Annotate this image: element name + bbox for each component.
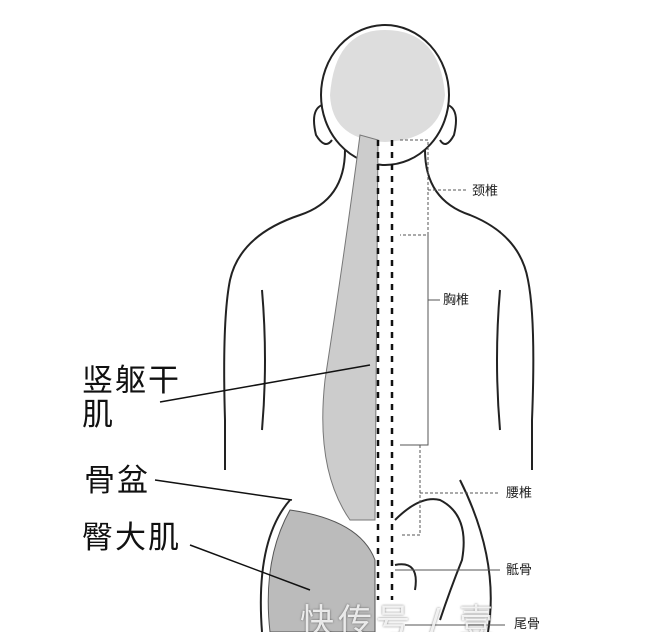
left-arm-inner — [261, 289, 266, 431]
head-inner — [330, 30, 445, 142]
label-thoracic: 胸椎 — [443, 293, 470, 308]
label-gluteus-maximus: 臀大肌 — [82, 520, 181, 556]
erector-pointer — [159, 364, 371, 403]
cervical-bracket — [400, 139, 468, 236]
label-erector-spinae-2: 肌 — [82, 397, 115, 433]
spine — [376, 140, 394, 600]
label-erector-spinae: 竖躯干 — [82, 363, 181, 399]
gluteus-muscle — [267, 509, 376, 632]
head-outline — [320, 24, 450, 166]
thoracic-bracket — [400, 235, 440, 446]
label-lumbar: 腰椎 — [506, 486, 533, 501]
erector-muscle — [322, 134, 379, 521]
body-outline — [223, 149, 535, 470]
label-coccyx: 尾骨 — [514, 617, 541, 632]
right-flank — [459, 479, 492, 632]
right-arm-inner — [496, 289, 501, 431]
label-sacrum: 骶骨 — [506, 563, 533, 578]
label-pelvis: 骨盆 — [84, 463, 150, 499]
left-ear — [313, 104, 333, 145]
label-cervical: 颈椎 — [472, 184, 499, 199]
right-ear — [439, 104, 457, 145]
pelvis-pointer — [154, 479, 293, 501]
left-hip — [259, 499, 291, 632]
lumbar-bracket — [400, 445, 500, 536]
watermark: 快传号 / 壹 — [300, 602, 498, 632]
gluteus-pointer — [189, 544, 311, 591]
